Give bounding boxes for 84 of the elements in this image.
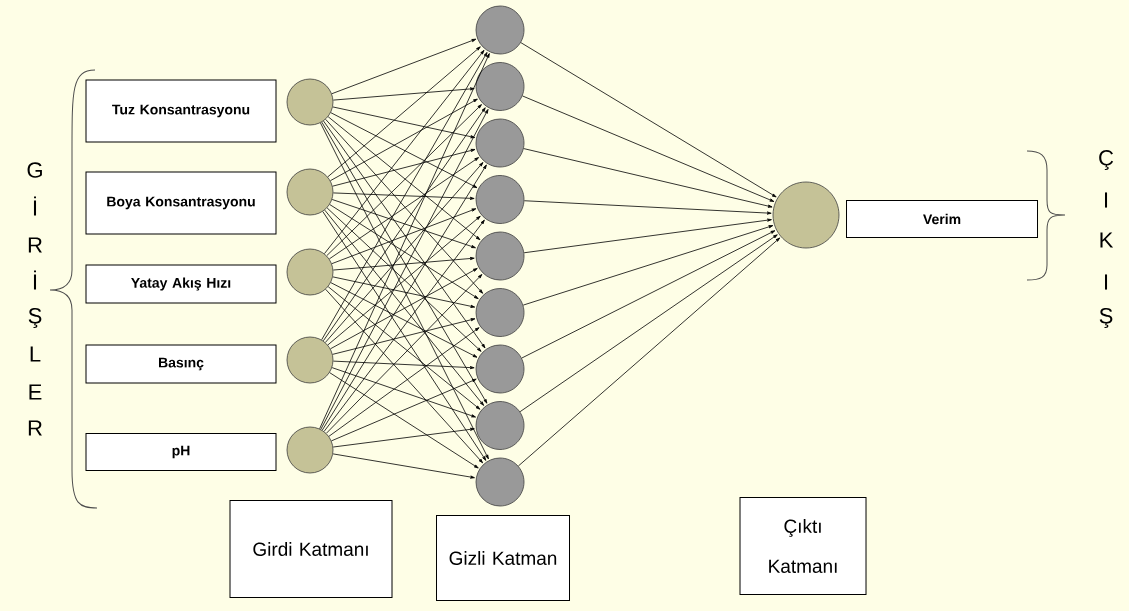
hidden-neuron (475, 288, 525, 337)
arrow (331, 38, 477, 95)
arrow (522, 225, 774, 306)
neuron (286, 78, 334, 126)
arrow (333, 192, 475, 200)
arrow (324, 49, 485, 254)
arrow (322, 211, 487, 461)
arrow (330, 112, 478, 189)
hidden-neuron (475, 175, 525, 224)
arrow (325, 288, 484, 464)
hidden-neuron (475, 344, 525, 394)
input-box: Boya Konsantrasyonu (85, 171, 277, 235)
side-letter: I (1105, 274, 1108, 290)
input-box: pH (85, 433, 277, 471)
arrow (331, 208, 477, 265)
side-letter: R (28, 237, 42, 253)
arrow (321, 164, 487, 431)
layer-label-box: Gizli Katman (436, 515, 570, 601)
arrow (330, 268, 478, 350)
neuron (286, 426, 334, 474)
hidden-neuron (475, 231, 525, 281)
arrow (333, 360, 475, 370)
arrow (522, 95, 775, 202)
hidden-neuron (475, 5, 525, 55)
output-box: Verim (846, 200, 1038, 238)
layer-label-box: Çıktı Katmanı (739, 497, 867, 595)
neuron (286, 168, 334, 216)
arrow (323, 219, 485, 432)
arrow (518, 237, 781, 467)
side-letter: E (29, 384, 42, 400)
hidden-neuron (475, 62, 525, 111)
arrow (330, 282, 478, 358)
arrow (332, 427, 475, 448)
arrow (523, 200, 772, 215)
arrow (332, 276, 476, 308)
arrow (325, 162, 484, 343)
side-letter: K (1100, 232, 1114, 248)
arrow (521, 230, 776, 359)
hidden-neuron (475, 457, 525, 507)
arrow (327, 116, 481, 241)
input-box: Basınç (85, 344, 277, 384)
arrow (332, 87, 475, 101)
input-box: Tuz Konsantrasyonu (85, 79, 277, 143)
arrow (328, 157, 479, 260)
arrow (520, 42, 777, 198)
arrow (321, 52, 488, 341)
arrow (324, 209, 485, 406)
arrow (319, 53, 490, 430)
arrow (332, 106, 476, 139)
arrow (325, 118, 484, 294)
arrow (327, 286, 481, 410)
neuron (286, 336, 334, 384)
arrow (332, 148, 476, 187)
arrow (327, 46, 481, 178)
input-box: Yatay Akış Hızı (85, 264, 277, 304)
neuron (286, 248, 334, 296)
neuron (772, 181, 840, 249)
arrow (326, 274, 483, 434)
arrow (329, 204, 479, 300)
arrow (332, 256, 475, 271)
arrow (328, 327, 480, 437)
layer-label-box: Girdi Katmanı (229, 500, 393, 598)
side-letter: I (1105, 192, 1108, 208)
arrow (331, 199, 476, 249)
arrow (331, 367, 476, 418)
side-letter: İ (33, 270, 37, 290)
arrow (331, 378, 477, 442)
side-letter: R (28, 420, 42, 436)
arrow (329, 372, 479, 469)
side-letter: G (27, 162, 42, 178)
arrow (523, 218, 772, 254)
arrow (332, 453, 475, 479)
arrow (332, 318, 476, 355)
side-letter: Ş (1099, 308, 1113, 328)
hidden-neuron (475, 401, 525, 450)
arrow (523, 148, 773, 208)
arrow (330, 98, 478, 182)
side-letter: Ç (1099, 150, 1114, 170)
side-letter: Ş (28, 308, 42, 328)
hidden-neuron (475, 118, 525, 168)
side-letter: L (30, 346, 41, 362)
arrow (519, 234, 778, 413)
side-letter: İ (33, 196, 37, 216)
arrow (326, 104, 482, 257)
